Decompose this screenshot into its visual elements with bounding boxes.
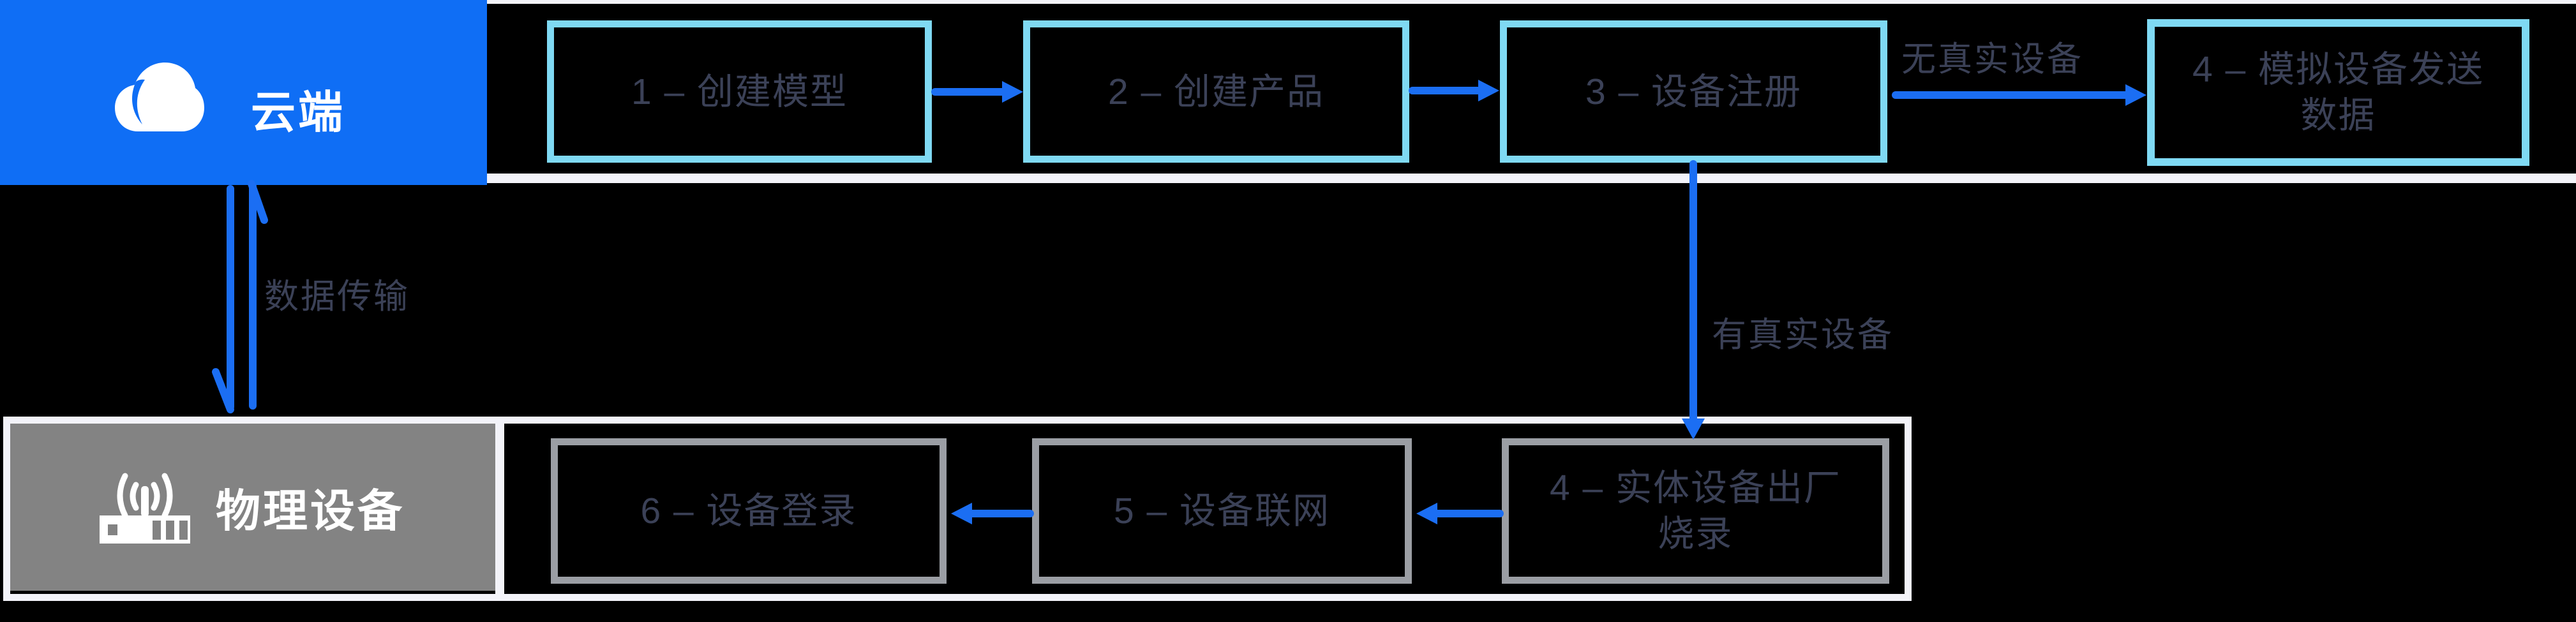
step-simulated-device-send: 4 – 模拟设备发送 数据 (2147, 19, 2529, 166)
device-entity-separator (495, 417, 504, 601)
step-label: 6 – 设备登录 (640, 491, 857, 531)
label-no-real-device: 无真实设备 (1901, 40, 2083, 78)
step-device-factory-burn: 4 – 实体设备出厂 烧录 (1502, 438, 1889, 584)
label-has-real-device: 有真实设备 (1712, 316, 1894, 354)
arrow-product-to-register (1409, 80, 1499, 101)
step-label: 2 – 创建产品 (1107, 71, 1325, 112)
step-device-login: 6 – 设备登录 (551, 438, 947, 584)
step-create-model: 1 – 创建模型 (547, 20, 932, 163)
arrow-data-transfer-up (248, 180, 268, 410)
arrow-register-to-simulated (1892, 84, 2146, 106)
step-device-network: 5 – 设备联网 (1032, 438, 1412, 584)
arrow-burn-to-network (1416, 503, 1504, 524)
step-label: 5 – 设备联网 (1113, 491, 1331, 531)
step-device-register: 3 – 设备注册 (1500, 20, 1887, 163)
device-lane-title: 物理设备 (216, 485, 405, 536)
arrow-model-to-product (931, 81, 1023, 103)
step-create-product: 2 – 创建产品 (1023, 20, 1409, 163)
device-entity-box: 物理设备 (10, 424, 495, 591)
step-label: 3 – 设备注册 (1585, 71, 1802, 112)
step-label: 4 – 实体设备出厂 烧录 (1549, 468, 1842, 554)
step-label: 1 – 创建模型 (631, 71, 848, 112)
cloud-entity-box: 云端 (0, 0, 487, 185)
cloud-icon (113, 61, 204, 131)
cloud-lane-title: 云端 (251, 87, 345, 137)
arrow-network-to-login (951, 503, 1034, 524)
label-data-transfer: 数据传输 (264, 278, 410, 316)
router-icon (97, 458, 193, 545)
arrow-data-transfer-down (212, 185, 234, 413)
arrow-register-to-factory-burn (1682, 160, 1705, 440)
step-label: 4 – 模拟设备发送 数据 (2192, 49, 2485, 136)
